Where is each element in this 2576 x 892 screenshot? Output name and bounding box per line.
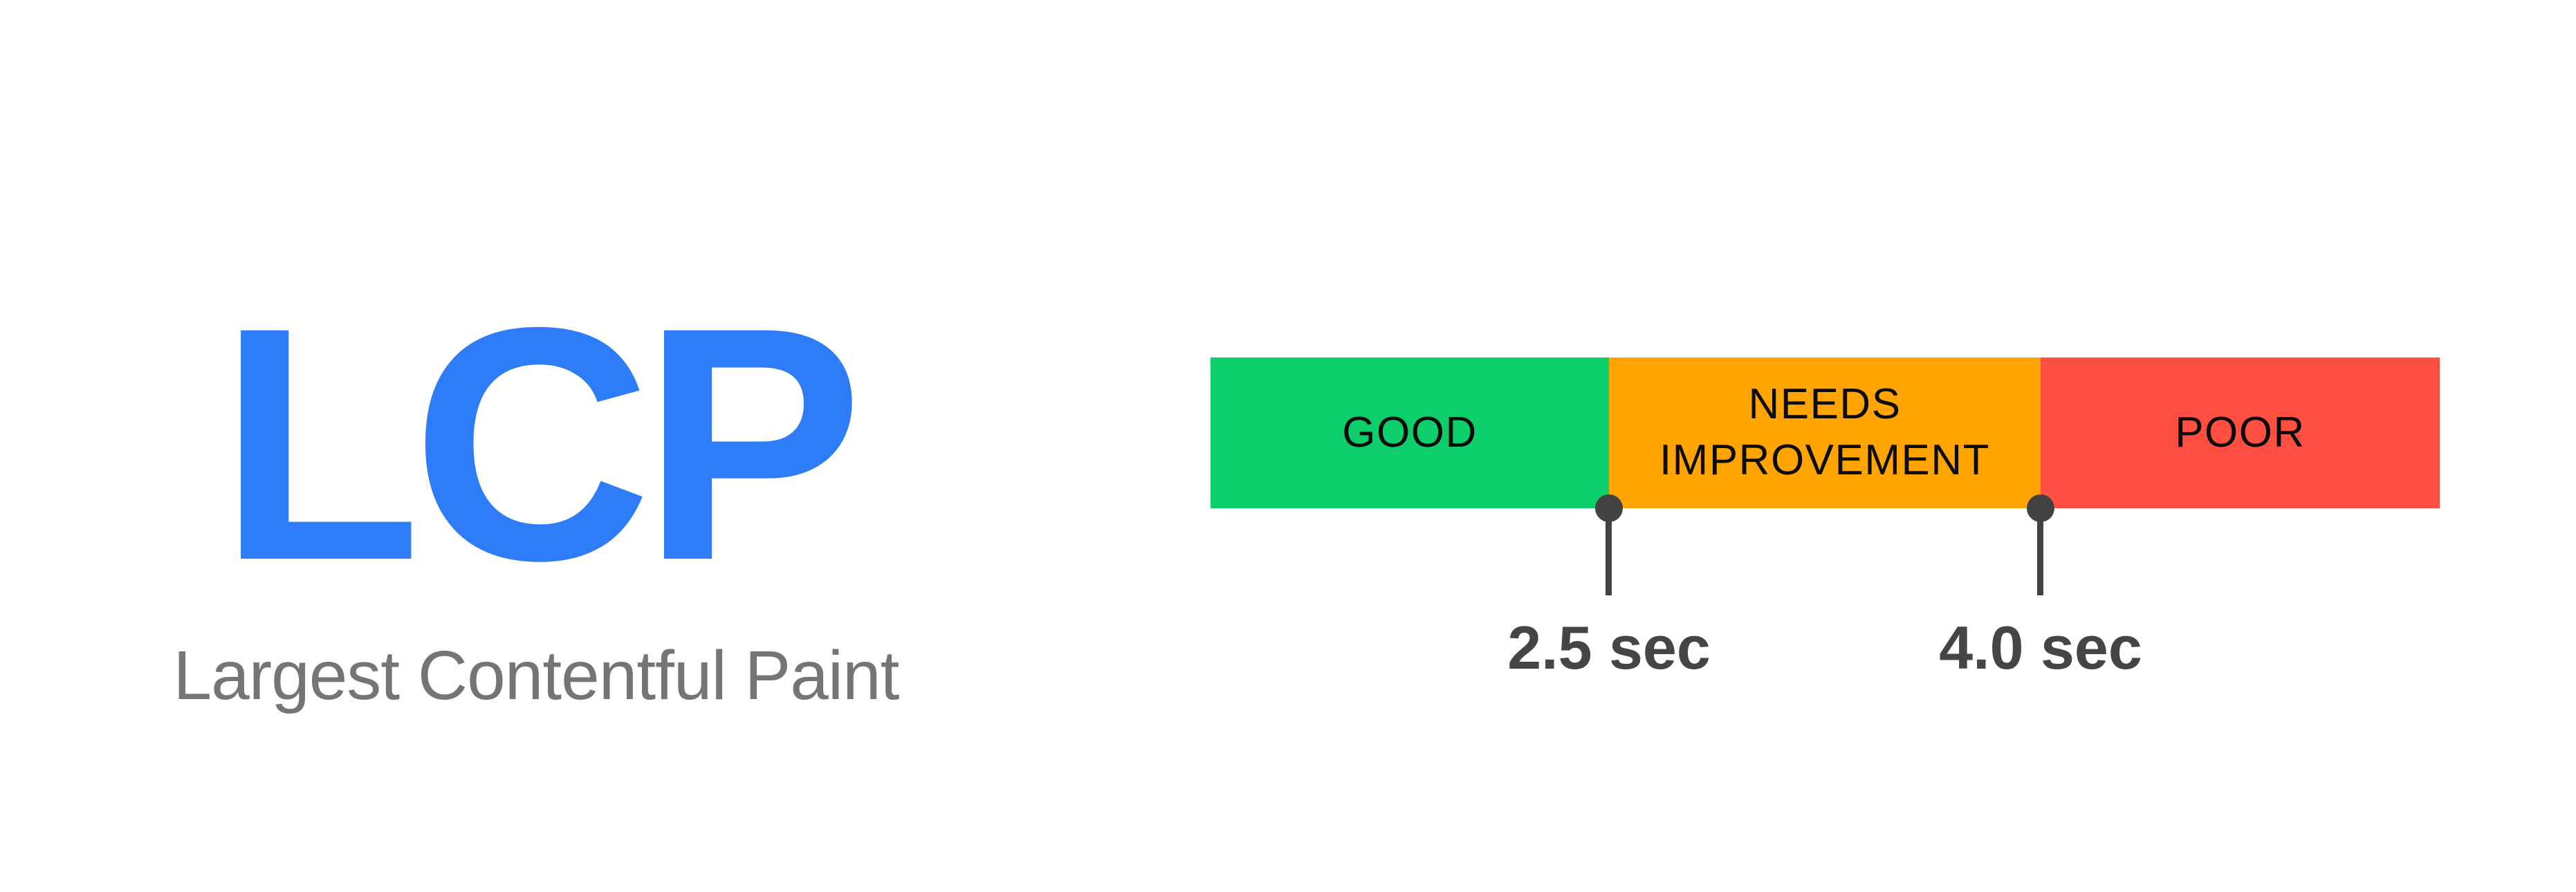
threshold-label-2-5s: 2.5 sec [1507, 613, 1711, 682]
threshold-marker-stem-2-5s [1606, 508, 1612, 595]
threshold-label-4-0s: 4.0 sec [1939, 613, 2142, 682]
segment-needs-improvement-label: NEEDS IMPROVEMENT [1659, 380, 1991, 484]
metric-abbreviation: LCP [219, 258, 863, 629]
threshold-marker-stem-4-0s [2037, 508, 2043, 595]
segment-poor-label: POOR [2175, 408, 2306, 456]
threshold-scale-bar: GOOD NEEDS IMPROVEMENT POOR 2.5 sec 4.0 … [1211, 357, 2440, 681]
segment-good: GOOD [1211, 357, 1609, 508]
segment-good-label: GOOD [1342, 408, 1478, 456]
segment-poor: POOR [2041, 357, 2440, 508]
segment-needs-improvement: NEEDS IMPROVEMENT [1609, 357, 2041, 508]
metric-full-name: Largest Contentful Paint [173, 637, 900, 714]
